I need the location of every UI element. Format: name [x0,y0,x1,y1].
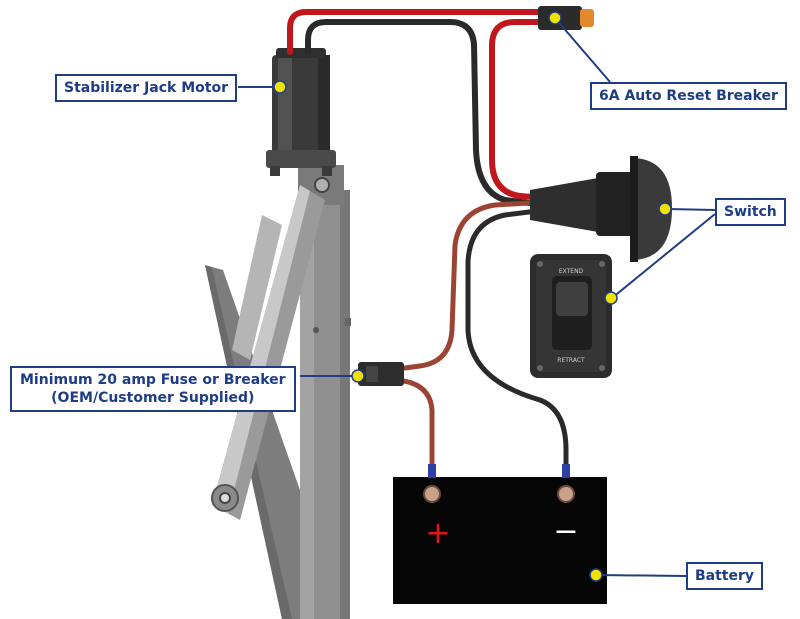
motor-marker [273,80,287,94]
fuse-holder [358,362,404,386]
switch-label: Switch [715,198,786,226]
switch-plate-marker [604,291,618,305]
stabilizer-jack-frame [205,165,351,619]
breaker-marker [548,11,562,25]
callout-leaders [238,17,716,577]
positive-terminal [423,485,441,503]
negative-symbol: − [553,514,578,549]
fuse-label: Minimum 20 amp Fuse or Breaker (OEM/Cust… [10,366,296,412]
positive-symbol: + [425,516,450,551]
battery-marker [589,568,603,582]
callout-markers [273,11,672,582]
battery: + − [393,464,607,604]
fuse-marker [351,369,365,383]
switch-side-view [530,156,672,262]
switch-plate: EXTEND RETRACT [530,254,612,378]
battery-label: Battery [686,562,764,590]
wiring [287,9,569,473]
switch-retract-text: RETRACT [557,357,585,364]
stabilizer-jack-motor [266,48,336,176]
auto-reset-breaker [538,6,594,30]
fuse-label-line2: (OEM/Customer Supplied) [51,390,255,406]
fuse-label-line1: Minimum 20 amp Fuse or Breaker [20,372,286,388]
breaker-label: 6A Auto Reset Breaker [590,82,787,110]
motor-label: Stabilizer Jack Motor [55,74,237,102]
switch-side-marker [658,202,672,216]
negative-terminal [557,485,575,503]
switch-extend-text: EXTEND [559,268,584,275]
